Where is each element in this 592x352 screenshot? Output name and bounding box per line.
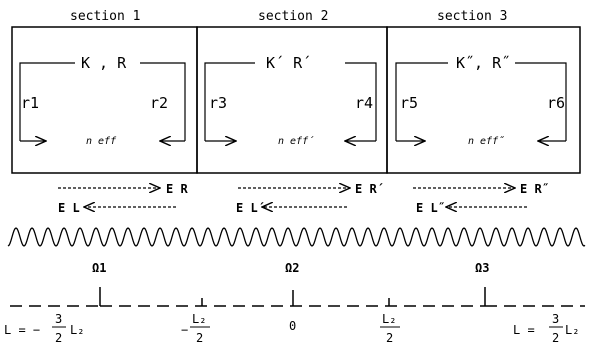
right-prefix: L = [513,323,535,337]
field-arrows [58,188,527,207]
left-den: 2 [55,331,62,345]
field-el-3: E L˝ [416,201,445,215]
omega-2-label: Ω2 [285,261,299,275]
section-1-loop [19,62,186,141]
right-suffix: L₂ [565,323,579,337]
section-1-constants: K , R [81,54,127,72]
mirror-r2: r2 [150,94,168,112]
omega-3-label: Ω3 [475,261,489,275]
field-el-2: E L´ [236,201,265,215]
field-er-3: E R˝ [520,182,549,196]
section-1-header: section 1 [70,9,140,24]
mirror-r6: r6 [547,94,565,112]
le-num: L₂ [192,312,206,326]
le2-num: L₂ [382,312,396,326]
position-plus-half: L₂ 2 [380,312,400,345]
section-2-loop [204,62,377,141]
field-el-1: E L [58,201,80,215]
section-3-loop [395,62,567,141]
coupling-profile [10,287,585,307]
section-3-constants: K˝, R˝ [456,54,510,72]
section-1-index: n eff [86,136,117,147]
mirror-r1: r1 [21,94,39,112]
grating-wave [7,227,586,247]
position-minus-half: − L₂ 2 [181,312,210,345]
section-1-box [11,26,198,174]
section-2-header: section 2 [258,9,328,24]
section-3-index: n eff˝ [468,135,504,147]
section-2-index: n eff´ [278,135,314,147]
mirror-r4: r4 [355,94,373,112]
position-right-end: L = 3 2 L₂ [513,312,579,345]
field-er-1: E R [166,182,188,196]
left-prefix: L = − [4,323,40,337]
right-num: 3 [552,312,559,326]
le2-den: 2 [386,331,393,345]
section-3-header: section 3 [437,9,507,24]
left-num: 3 [55,312,62,326]
field-er-2: E R´ [355,182,384,196]
mirror-r3: r3 [209,94,227,112]
section-3-box [386,26,581,174]
omega-1-label: Ω1 [92,261,106,275]
right-den: 2 [552,331,559,345]
position-left-end: L = − 3 2 L₂ [4,312,84,345]
position-zero: 0 [289,319,296,333]
section-2-constants: K´ R´ [266,54,311,72]
minus-sign: − [181,323,188,337]
mirror-r5: r5 [400,94,418,112]
left-suffix: L₂ [70,323,84,337]
le-den: 2 [196,331,203,345]
